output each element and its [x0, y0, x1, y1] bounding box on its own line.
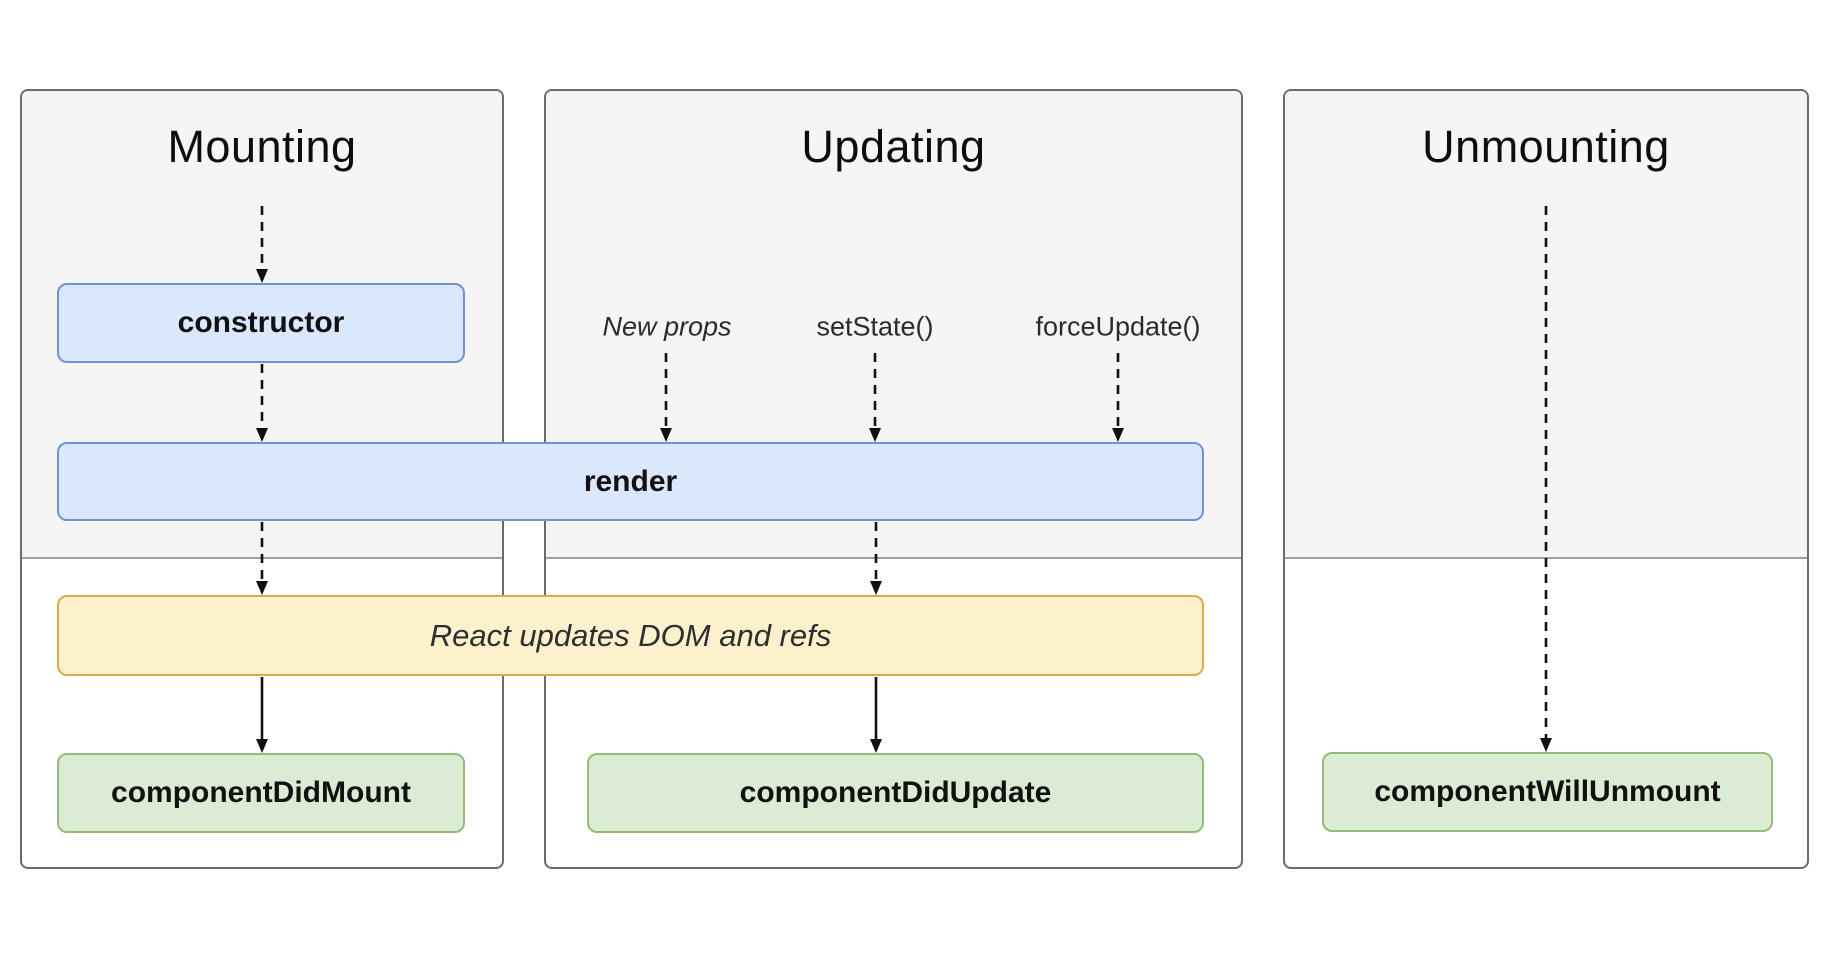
unmounting-render-phase-area: Unmounting [1285, 91, 1807, 559]
panel-title-mounting: Mounting [167, 121, 357, 172]
set-state-label[interactable]: setState() [816, 311, 934, 342]
constructor-box-label: constructor [177, 306, 345, 339]
component-did-mount-box[interactable]: componentDidMount [57, 753, 465, 833]
constructor-box[interactable]: constructor [57, 283, 465, 363]
component-did-update-box-label: componentDidUpdate [739, 776, 1052, 809]
react-updates-dom-box-label: React updates DOM and refs [429, 617, 832, 653]
force-update-label[interactable]: forceUpdate() [1035, 311, 1201, 342]
component-did-mount-box-label: componentDidMount [111, 776, 411, 809]
react-updates-dom-box: React updates DOM and refs [57, 595, 1204, 676]
panel-title-unmounting: Unmounting [1422, 121, 1670, 172]
component-will-unmount-box-label: componentWillUnmount [1374, 775, 1721, 808]
component-did-update-box[interactable]: componentDidUpdate [587, 753, 1204, 833]
render-box[interactable]: render [57, 442, 1204, 521]
panel-title-updating: Updating [801, 121, 986, 172]
component-will-unmount-box[interactable]: componentWillUnmount [1322, 752, 1773, 832]
new-props-label: New props [602, 311, 732, 342]
render-box-label: render [583, 464, 678, 498]
